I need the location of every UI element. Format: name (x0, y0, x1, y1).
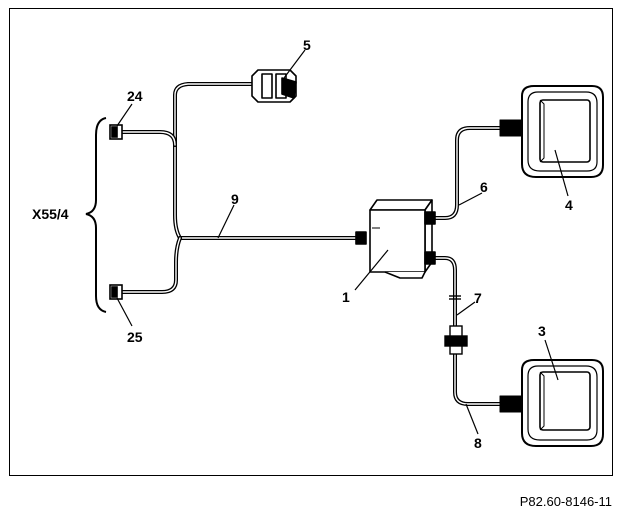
label-7: 7 (474, 290, 482, 306)
label-6: 6 (480, 179, 488, 195)
leader-8 (465, 403, 479, 435)
label-24: 24 (127, 88, 143, 104)
cable-to-25 (120, 236, 182, 294)
connector-25 (109, 284, 123, 300)
cable-7 (430, 256, 457, 328)
lamp-3 (499, 359, 604, 447)
leader-5 (283, 49, 306, 79)
cable-6 (430, 126, 502, 220)
leader-4 (554, 149, 569, 197)
harness-cables (120, 82, 502, 406)
cable-branch-upper (173, 82, 254, 240)
leader-3 (544, 339, 559, 381)
plug-5 (251, 69, 297, 103)
leader-7 (456, 301, 476, 316)
label-8: 8 (474, 435, 482, 451)
inline-connector-7 (444, 295, 468, 355)
label-5: 5 (303, 37, 311, 53)
cable-8 (453, 352, 502, 406)
leader-6 (458, 192, 483, 206)
group-brace (85, 117, 107, 313)
cable-to-24 (120, 130, 177, 147)
connector-24 (109, 124, 123, 140)
figure-reference: P82.60-8146-11 (519, 494, 612, 509)
leader-25 (116, 297, 133, 327)
label-9: 9 (231, 191, 239, 207)
lamp-4 (499, 85, 604, 178)
label-x55-4: X55/4 (32, 206, 69, 222)
label-4: 4 (565, 197, 573, 213)
label-3: 3 (538, 323, 546, 339)
leader-1 (354, 249, 389, 291)
label-1: 1 (342, 289, 350, 305)
leader-24 (116, 103, 133, 127)
control-unit-1 (355, 199, 436, 279)
leader-9 (217, 204, 235, 239)
leader-lines (116, 49, 569, 435)
label-25: 25 (127, 329, 143, 345)
